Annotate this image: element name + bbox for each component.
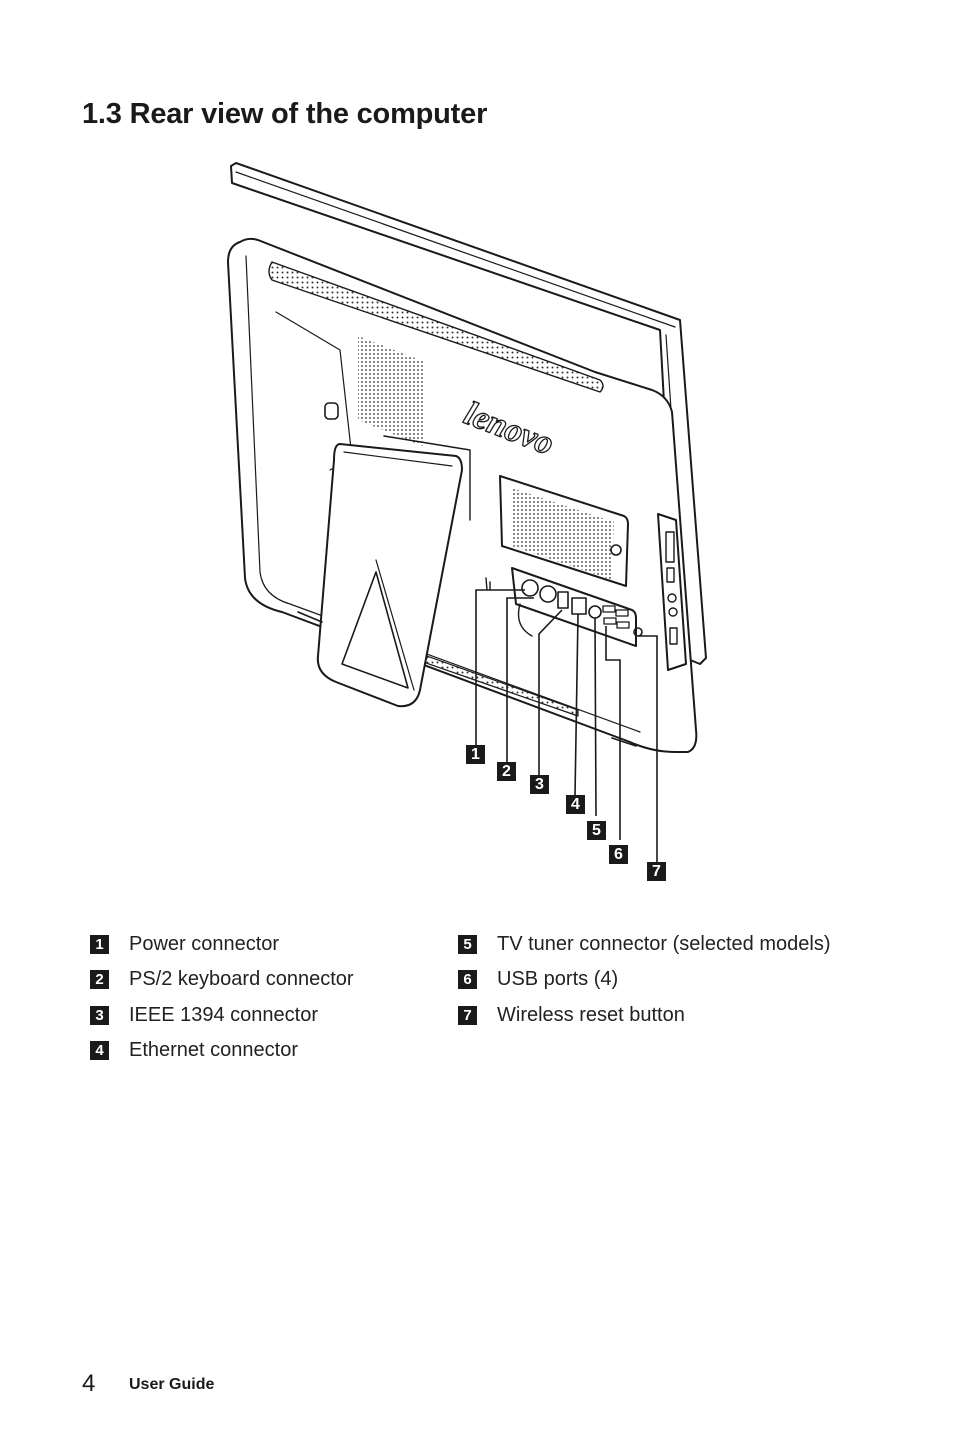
legend-label: Ethernet connector [129,1039,298,1061]
legend-number: 5 [458,935,477,954]
callout-2: 2 [497,762,516,781]
legend-number: 1 [90,935,109,954]
callout-4: 4 [566,795,585,814]
ieee1394-port [557,591,569,609]
legend-label: Wireless reset button [497,1004,685,1026]
footer-title: User Guide [129,1376,215,1393]
ps2-keyboard-port [539,585,557,603]
power-connector-port [521,579,539,597]
callout-3: 3 [530,775,549,794]
speaker-grille [358,336,425,447]
legend-number: 2 [90,970,109,989]
callout-5: 5 [587,821,606,840]
display-panel [230,162,707,665]
legend-label: Power connector [129,933,280,955]
callout-1: 1 [466,745,485,764]
legend-number: 7 [458,1006,477,1025]
callout-6: 6 [609,845,628,864]
stand-cutout [341,571,409,689]
legend-label: PS/2 keyboard connector [129,968,354,990]
computer-rear-view-illustration: lenovo [227,162,707,862]
side-panel [657,513,687,671]
legend-number: 4 [90,1041,109,1060]
top-vent [268,261,604,393]
page-title: 1.3 Rear view of the computer [82,98,488,130]
page-number: 4 [82,1370,96,1397]
legend-label: USB ports (4) [497,968,619,990]
legend-label: IEEE 1394 connector [129,1004,319,1026]
ethernet-port [571,597,587,615]
legend-number: 3 [90,1006,109,1025]
stand [316,443,463,708]
legend-label: TV tuner connector (selected models) [497,933,831,955]
legend-number: 6 [458,970,477,989]
callout-7: 7 [647,862,666,881]
